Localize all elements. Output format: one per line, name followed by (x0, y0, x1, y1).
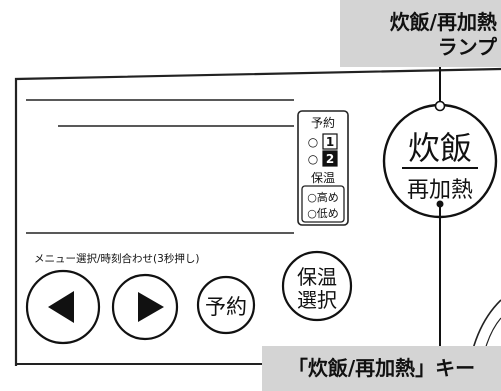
reservation-2-dot: ○ (308, 152, 318, 166)
reservation-1-label: 1 (326, 135, 334, 149)
panel-outline (14, 67, 501, 366)
keep-warm-options-box (301, 185, 345, 223)
reserve-button[interactable]: 予約 (196, 275, 256, 335)
left-arrow-button[interactable] (25, 269, 101, 345)
lamp-callout: 炊飯/再加熱 ランプ (340, 0, 501, 67)
cook-reheat-button[interactable]: 炊飯 再加熱 (382, 103, 498, 219)
reservation-1-box (322, 133, 338, 150)
keep-warm-select-button[interactable]: 保温 選択 (281, 250, 353, 322)
keep-warm-button-line2: 選択 (297, 288, 337, 312)
key-leader-dot (436, 200, 444, 208)
left-arrow-icon (48, 291, 74, 323)
cook-reheat-lamp (434, 100, 446, 112)
keep-warm-low-option: ○低め (307, 207, 339, 220)
lamp-callout-line2: ランプ (437, 35, 497, 59)
reservation-1-dot: ○ (308, 135, 318, 149)
menu-hint-text: メニュー選択/時刻合わせ(3秒押し) (34, 252, 199, 265)
right-arrow-icon (138, 292, 164, 322)
reservation-title: 予約 (311, 115, 335, 130)
keep-warm-high-option: ○高め (307, 190, 339, 204)
keep-warm-button-line1: 保温 (297, 265, 337, 289)
key-callout-label: 「炊飯/再加熱」キー (287, 356, 476, 380)
lamp-callout-line1: 炊飯/再加熱 (389, 10, 497, 34)
reserve-button-label: 予約 (205, 295, 247, 319)
reservation-2-label: 2 (326, 152, 334, 166)
keep-warm-title: 保温 (311, 171, 335, 185)
right-arrow-button[interactable] (111, 273, 179, 341)
cook-button-line2: 再加熱 (407, 178, 473, 203)
cook-button-line1: 炊飯 (408, 129, 472, 167)
reservation-2-box (322, 150, 338, 167)
key-callout: 「炊飯/再加熱」キー (262, 346, 501, 391)
